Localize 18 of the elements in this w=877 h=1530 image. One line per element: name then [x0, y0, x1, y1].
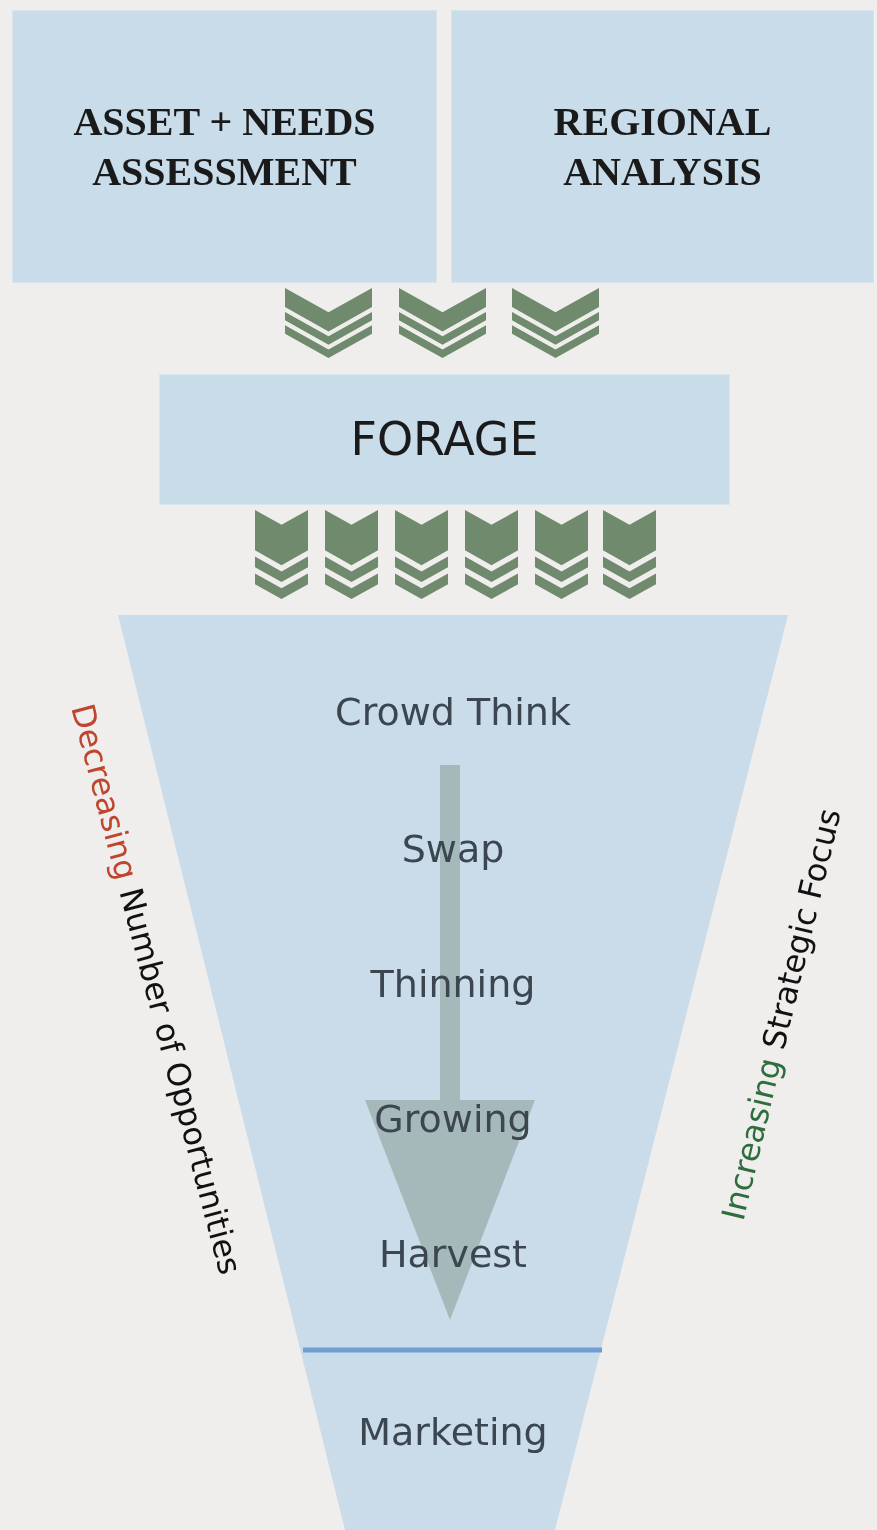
chevron-arrow [512, 288, 599, 358]
chevron-arrow [325, 510, 378, 599]
chevron-arrow [603, 510, 656, 599]
chevron-arrow [465, 510, 518, 599]
chevron-arrow [535, 510, 588, 599]
stage-label: Marketing [358, 1410, 548, 1454]
process-box: REGIONAL ANALYSIS [451, 10, 874, 283]
chevron-arrow [399, 288, 486, 358]
stage-label: Thinning [370, 962, 536, 1006]
chevron-arrow [285, 288, 372, 358]
process-box: FORAGE [159, 374, 730, 505]
process-box: ASSET + NEEDS ASSESSMENT [12, 10, 437, 283]
stage-label: Swap [401, 827, 505, 871]
stage-label: Harvest [378, 1232, 528, 1276]
stage-label: Crowd Think [335, 690, 571, 734]
chevron-arrow [395, 510, 448, 599]
chevron-arrow [255, 510, 308, 599]
stage-label: Growing [374, 1097, 532, 1141]
